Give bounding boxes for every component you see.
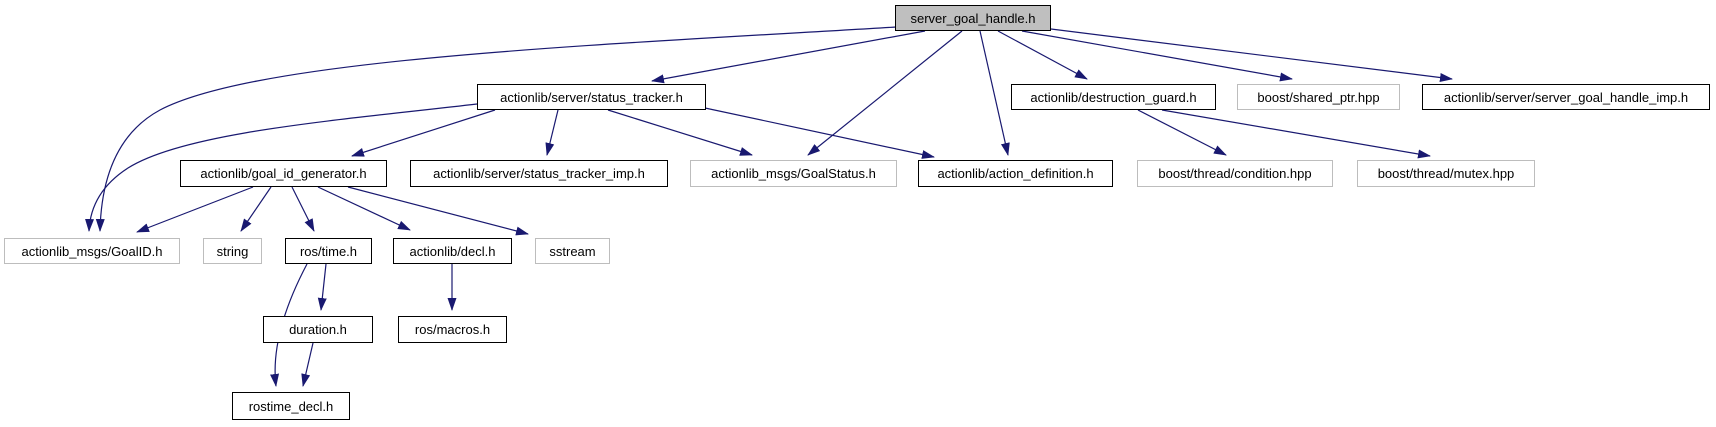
- node-label: server_goal_handle.h: [910, 10, 1036, 26]
- node-boost-shared-ptr: boost/shared_ptr.hpp: [1237, 84, 1400, 110]
- node-duration[interactable]: duration.h: [263, 316, 373, 343]
- node-label: actionlib_msgs/GoalStatus.h: [711, 166, 876, 181]
- node-label: ros/macros.h: [414, 322, 491, 337]
- node-label: ros/time.h: [299, 243, 358, 259]
- node-label: actionlib/goal_id_generator.h: [200, 166, 367, 181]
- node-rostime-decl[interactable]: rostime_decl.h: [232, 392, 350, 420]
- node-label: actionlib/decl.h: [409, 243, 496, 259]
- node-label: actionlib/server/server_goal_handle_imp.…: [1443, 89, 1689, 105]
- node-label: boost/thread/mutex.hpp: [1377, 166, 1515, 181]
- node-actionlib-decl[interactable]: actionlib/decl.h: [393, 238, 512, 264]
- node-string: string: [203, 238, 262, 264]
- node-label: actionlib_msgs/GoalID.h: [21, 243, 163, 259]
- node-action-definition[interactable]: actionlib/action_definition.h: [918, 160, 1113, 187]
- node-thread-condition: boost/thread/condition.hpp: [1137, 160, 1333, 187]
- node-goal-id-generator[interactable]: actionlib/goal_id_generator.h: [180, 160, 387, 187]
- node-status-tracker[interactable]: actionlib/server/status_tracker.h: [477, 84, 706, 110]
- node-sstream: sstream: [535, 238, 610, 264]
- node-label: actionlib/server/status_tracker.h: [500, 89, 683, 105]
- node-label: boost/shared_ptr.hpp: [1257, 89, 1380, 105]
- node-label: boost/thread/condition.hpp: [1158, 166, 1312, 181]
- node-destruction-guard[interactable]: actionlib/destruction_guard.h: [1011, 84, 1216, 110]
- node-label: duration.h: [289, 322, 347, 337]
- node-status-tracker-imp[interactable]: actionlib/server/status_tracker_imp.h: [410, 160, 668, 187]
- node-server-goal-handle-imp[interactable]: actionlib/server/server_goal_handle_imp.…: [1422, 84, 1710, 110]
- node-label: rostime_decl.h: [248, 398, 334, 414]
- node-label: string: [216, 243, 249, 259]
- node-ros-macros[interactable]: ros/macros.h: [398, 316, 507, 343]
- node-goal-status: actionlib_msgs/GoalStatus.h: [690, 160, 897, 187]
- node-label: actionlib/action_definition.h: [937, 166, 1094, 181]
- node-label: actionlib/server/status_tracker_imp.h: [433, 166, 645, 181]
- node-server-goal-handle[interactable]: server_goal_handle.h: [895, 5, 1051, 31]
- node-goal-id: actionlib_msgs/GoalID.h: [4, 238, 180, 264]
- node-label: actionlib/destruction_guard.h: [1030, 89, 1197, 105]
- node-thread-mutex: boost/thread/mutex.hpp: [1357, 160, 1535, 187]
- node-label: sstream: [549, 243, 596, 259]
- node-ros-time[interactable]: ros/time.h: [285, 238, 372, 264]
